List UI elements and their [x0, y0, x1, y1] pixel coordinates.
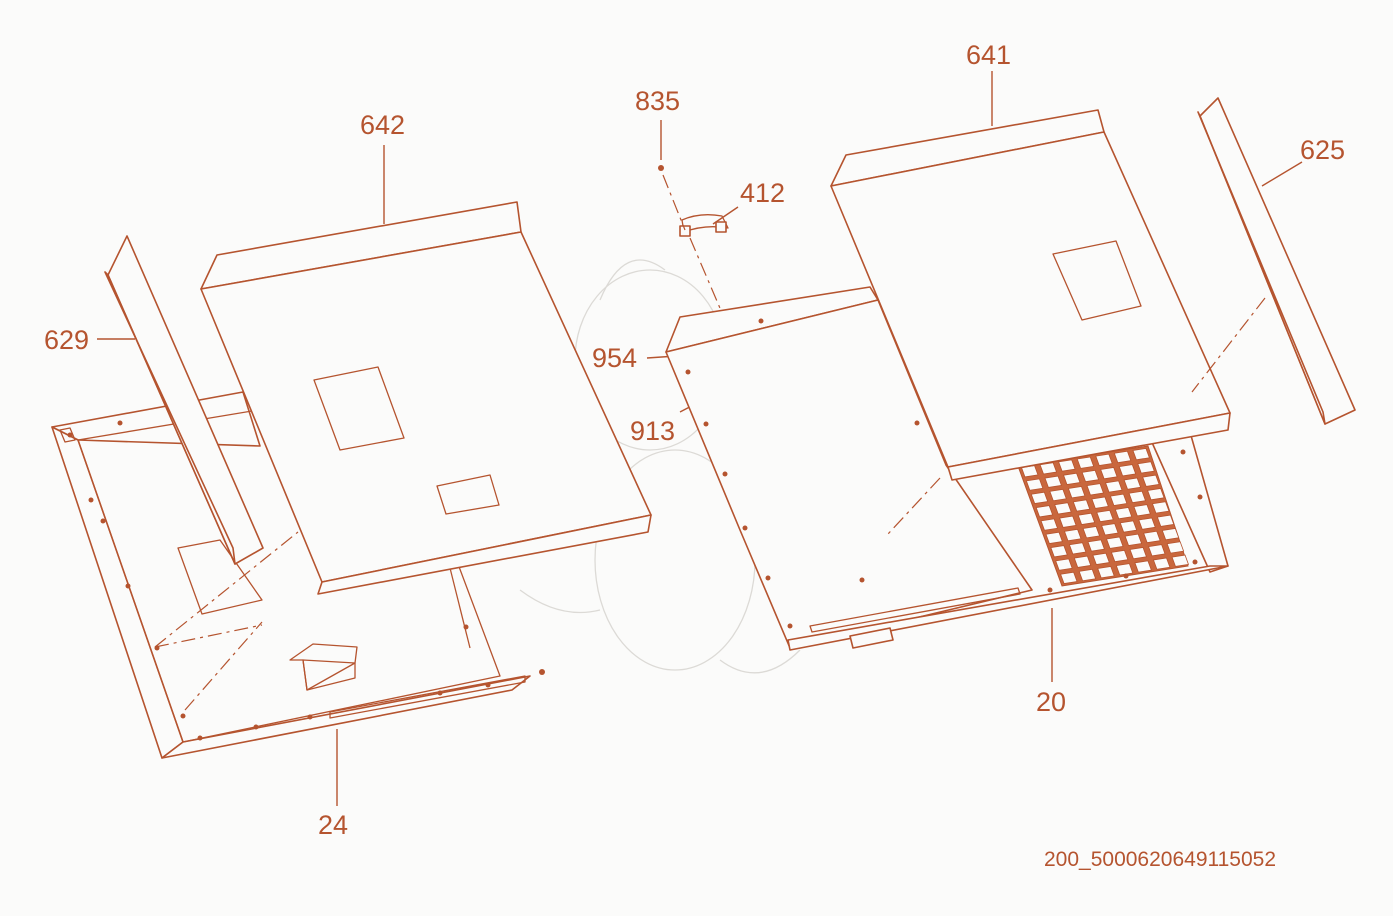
grille-cell — [1095, 453, 1113, 466]
callout-20: 20 — [1036, 687, 1066, 717]
grille-cell — [1072, 499, 1091, 512]
grille-cell — [1100, 467, 1118, 480]
grille-cell — [1114, 507, 1133, 520]
right-tray-20 — [665, 286, 1229, 682]
grille-cell — [1137, 461, 1155, 474]
grille-cell — [1119, 520, 1138, 533]
side-strip-629 — [104, 235, 264, 565]
grille-cell — [1087, 539, 1105, 552]
grille-cell — [1152, 557, 1171, 570]
grille-cell — [1030, 491, 1049, 505]
grille-cell — [1128, 490, 1147, 504]
grille-cell — [1054, 502, 1072, 515]
grille-cell — [1138, 517, 1156, 530]
grille-cell — [1097, 566, 1115, 579]
grille-cell — [1076, 456, 1095, 469]
grille-cell — [1059, 515, 1077, 528]
grille-cell — [1025, 478, 1044, 491]
grille-cell — [1044, 475, 1062, 488]
cover-panel-642 — [200, 145, 652, 595]
grille-cell — [1086, 483, 1104, 496]
grille-cell — [1110, 549, 1129, 563]
grille-cell — [1078, 568, 1097, 582]
grille-cell — [1148, 544, 1166, 557]
grille-cell — [1050, 545, 1068, 558]
grille-cell — [1101, 523, 1119, 536]
grille-cell — [1081, 469, 1100, 483]
callout-24: 24 — [318, 810, 348, 840]
grille-cell — [1115, 563, 1134, 576]
grille-cell — [1040, 518, 1059, 531]
grille-cell — [1118, 464, 1137, 477]
document-id: 200_5000620649115052 — [1044, 848, 1276, 871]
grille-cell — [1077, 512, 1096, 525]
grille-cell — [1055, 558, 1073, 571]
grille-cell — [1129, 547, 1147, 560]
callout-835: 835 — [635, 86, 680, 116]
grille-cell — [1156, 514, 1175, 527]
grille-cells — [1020, 447, 1190, 585]
side-strip-625 — [1191, 97, 1356, 425]
grille-cell — [1045, 531, 1063, 545]
grille-cell — [1134, 560, 1152, 573]
grille-cell — [1092, 552, 1110, 565]
grille-cell — [1082, 526, 1101, 539]
grille-cell — [1151, 501, 1170, 514]
grille-cell — [1060, 571, 1078, 585]
grille-cell — [1143, 530, 1161, 544]
grille-cell — [1067, 486, 1086, 499]
grille-cell — [1039, 462, 1058, 475]
grille-cell — [1132, 447, 1150, 461]
grille-cell — [1091, 496, 1109, 509]
grille-cell — [1133, 504, 1151, 517]
grille-cell — [1096, 509, 1114, 523]
callout-913: 913 — [630, 416, 675, 446]
callout-625: 625 — [1300, 135, 1345, 165]
grille-cell — [1142, 474, 1160, 487]
left-tray-24 — [51, 391, 545, 759]
callout-642: 642 — [360, 110, 405, 140]
grille-cell — [1171, 554, 1190, 567]
callout-412: 412 — [740, 178, 785, 208]
grille-cell — [1147, 487, 1165, 501]
grille-cell — [1035, 505, 1054, 518]
grille-cell — [1058, 459, 1076, 472]
grille-cell — [1123, 477, 1142, 490]
grille-cell — [1049, 488, 1067, 502]
grille-cell — [1124, 533, 1143, 546]
callout-954: 954 — [592, 343, 637, 373]
grille-cell — [1063, 528, 1082, 542]
grille-cell — [1105, 480, 1123, 493]
grille-cell — [1106, 536, 1124, 549]
grille-cell — [1109, 493, 1128, 506]
callout-629: 629 — [44, 325, 89, 355]
grille-cell — [1063, 472, 1081, 485]
callout-641: 641 — [966, 40, 1011, 70]
grille-cell — [1073, 555, 1092, 568]
grille-cell — [1166, 541, 1185, 554]
cover-panel-641 — [830, 71, 1231, 535]
grille-cell — [1161, 527, 1180, 541]
grille-cell — [1068, 542, 1087, 555]
grille-cell — [1113, 450, 1132, 464]
